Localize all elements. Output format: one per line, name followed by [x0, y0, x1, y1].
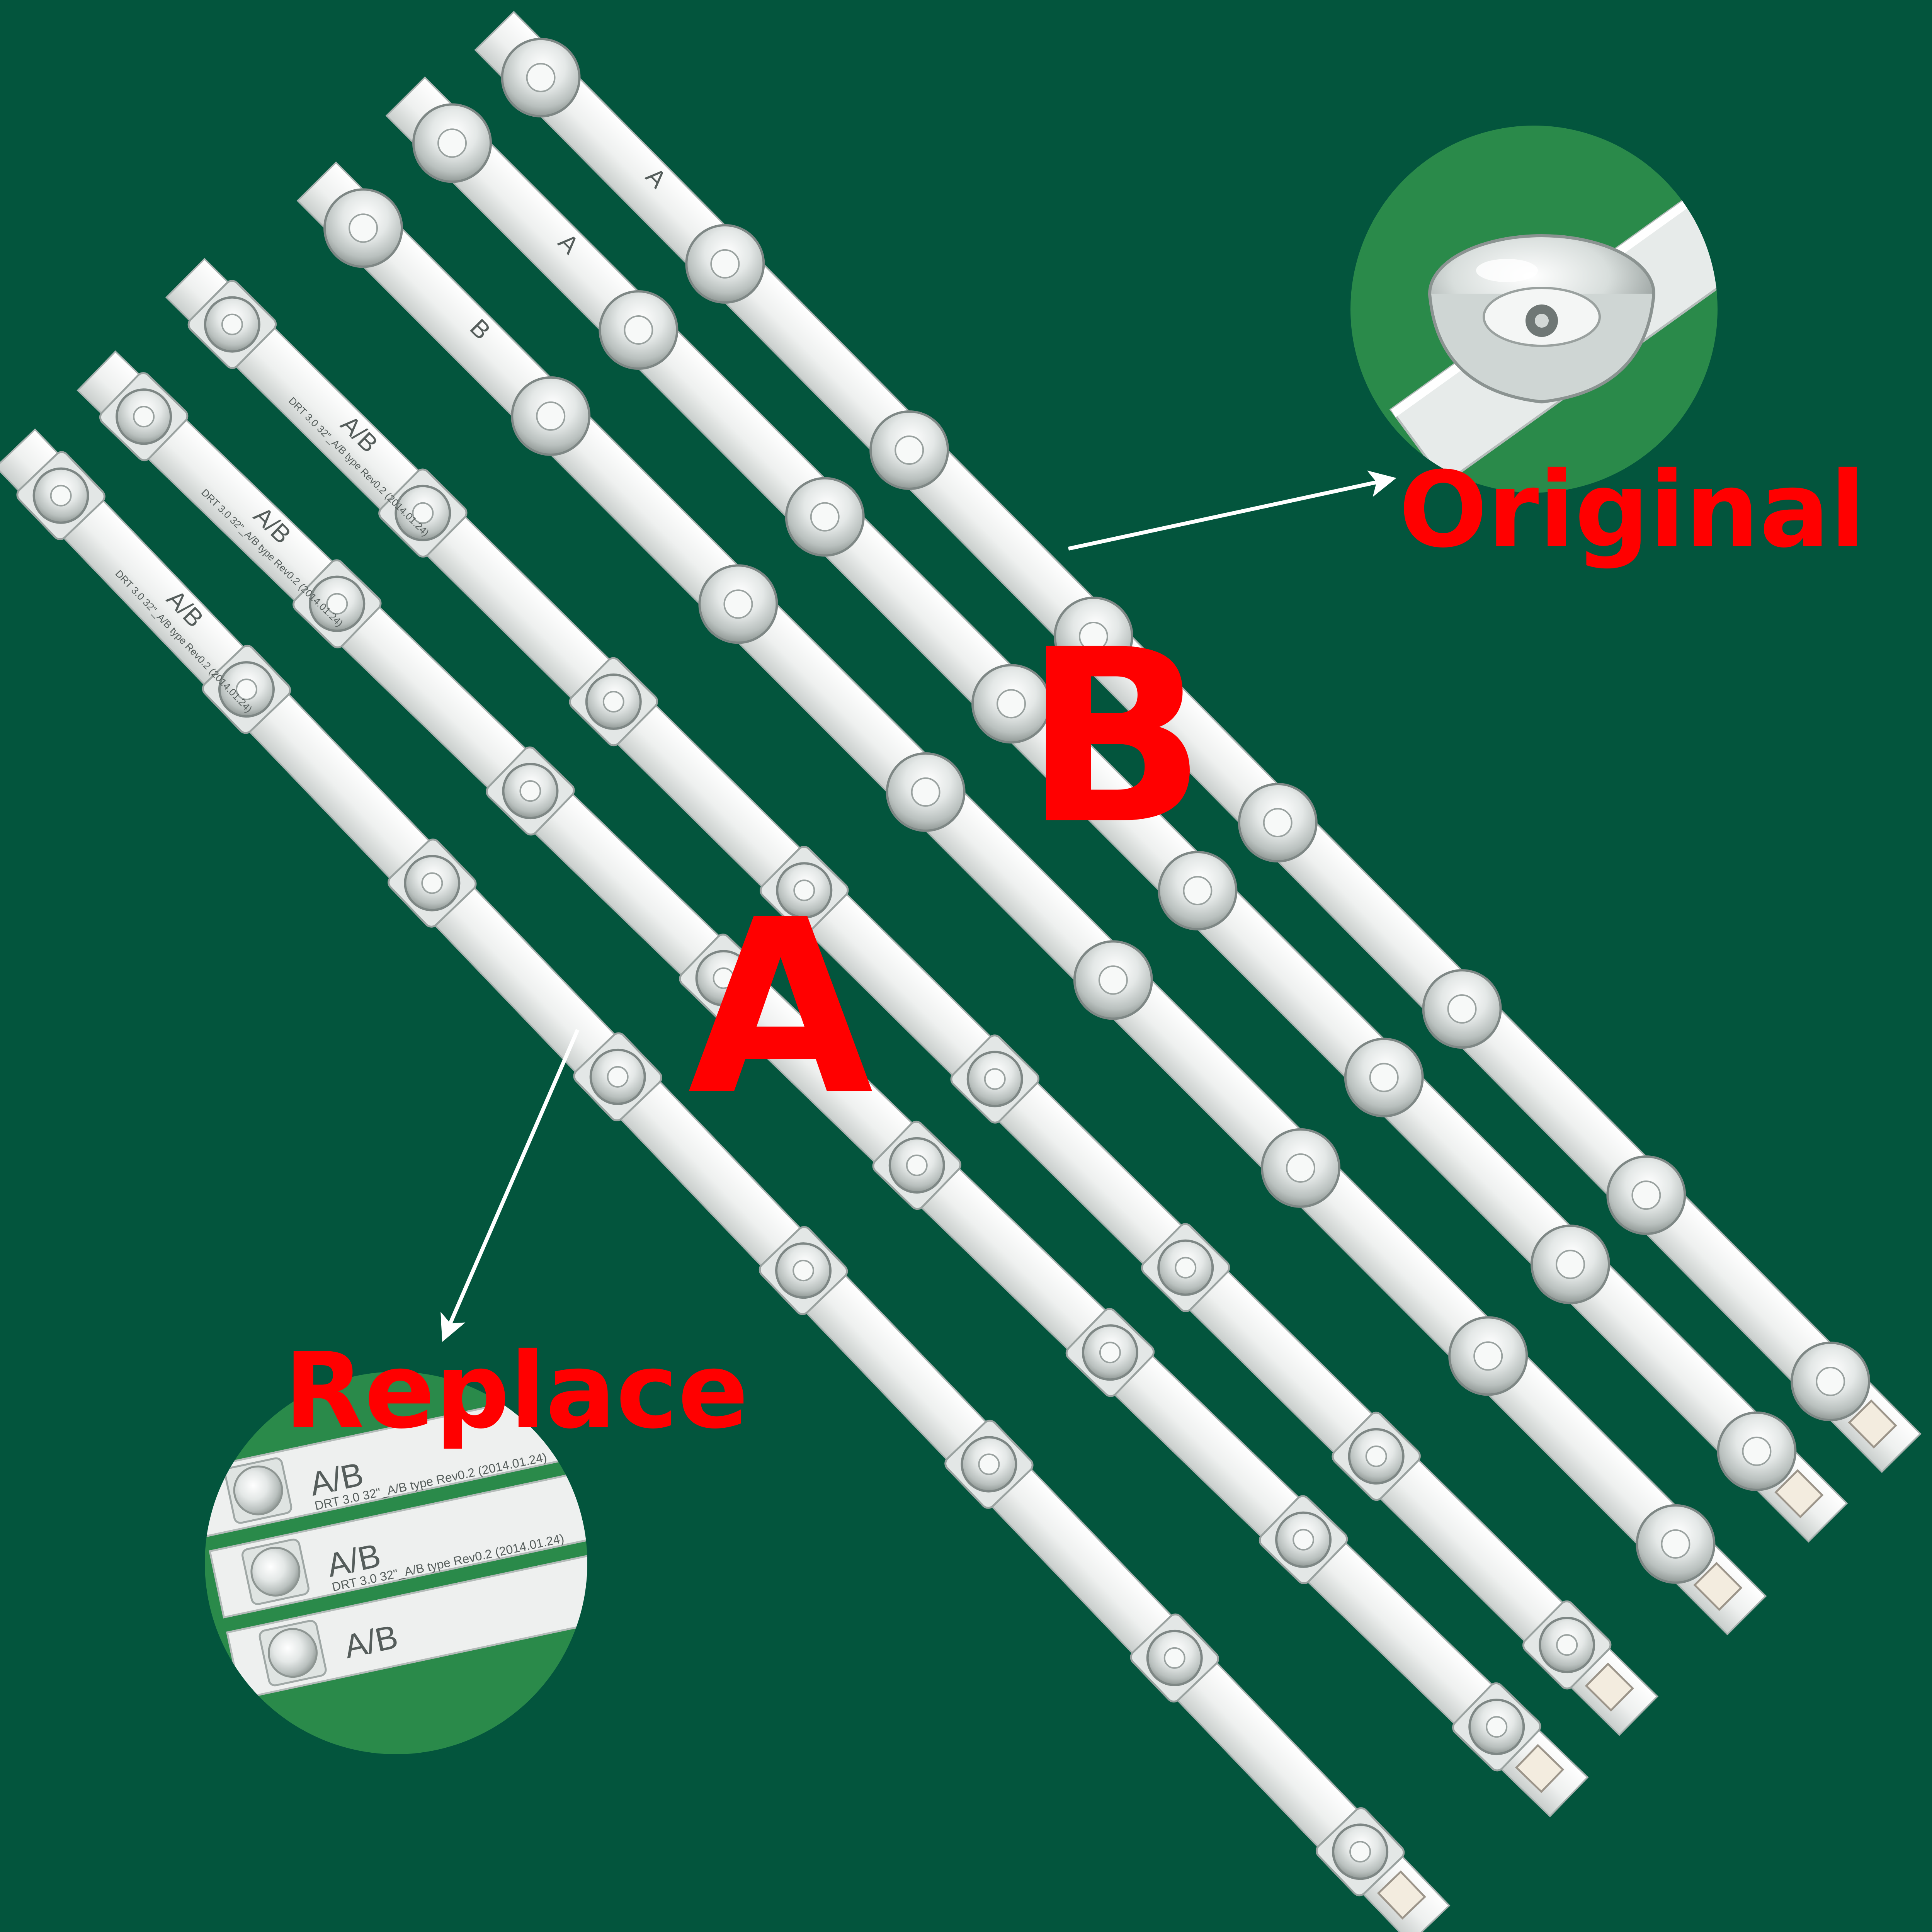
strip-body [165, 258, 1659, 1736]
led-core [984, 1068, 1006, 1090]
type-b-label: B [1024, 599, 1207, 877]
led-strip: A [385, 76, 1848, 1543]
strip-connector [1515, 1744, 1565, 1793]
led-core [1099, 1342, 1121, 1364]
led-core [1447, 994, 1477, 1024]
led-core [602, 691, 624, 713]
led-core [421, 872, 443, 894]
led-core [1163, 1647, 1185, 1669]
strip-connector [1377, 1870, 1426, 1920]
strip-body [296, 161, 1767, 1636]
strip-body [385, 76, 1848, 1543]
strip-connector [1774, 1469, 1824, 1519]
led-core [978, 1453, 1000, 1475]
led-core [911, 777, 940, 807]
led-core [519, 780, 541, 802]
led-core [1816, 1367, 1845, 1396]
strip-connector [1848, 1399, 1897, 1449]
led-strip: B [296, 161, 1767, 1636]
arrow-to-original [1068, 470, 1396, 551]
led-core [50, 485, 72, 507]
led-core [895, 435, 924, 465]
led-core [1175, 1257, 1197, 1279]
led-core [1556, 1634, 1578, 1656]
strip-connector [1693, 1562, 1743, 1611]
led-core [607, 1066, 629, 1088]
original-callout [1350, 126, 1718, 493]
led-core [1078, 621, 1108, 651]
led-core [1369, 1063, 1399, 1092]
led-core [1556, 1250, 1585, 1279]
led-core [526, 63, 556, 92]
led-core [793, 1260, 815, 1282]
led-core [1486, 1716, 1508, 1738]
led-core [133, 406, 155, 428]
led-core [221, 313, 243, 335]
led-core [1098, 965, 1128, 995]
strip-body [0, 428, 1451, 1932]
led-core [1631, 1180, 1661, 1210]
led-core [1183, 876, 1213, 905]
led-core [437, 128, 467, 158]
led-core [810, 502, 840, 532]
led-core [1742, 1436, 1772, 1466]
led-core [624, 315, 653, 345]
type-a-label: A [688, 869, 873, 1148]
strip-connector [1585, 1662, 1634, 1712]
led-core [723, 589, 753, 619]
led-core [1365, 1445, 1387, 1467]
led-core [1286, 1153, 1316, 1183]
arrow-to-replace [440, 1029, 580, 1342]
led-strip: A [474, 10, 1922, 1473]
led-core [536, 401, 566, 431]
led-core [906, 1154, 928, 1176]
strip-body [474, 10, 1922, 1473]
led-core [997, 689, 1026, 719]
led-core [1293, 1529, 1315, 1551]
led-core [1349, 1841, 1371, 1863]
original-label: Original [1399, 449, 1866, 571]
led-core [1661, 1529, 1690, 1559]
led-core [235, 679, 257, 701]
led-core [326, 593, 348, 615]
led-core [710, 249, 740, 279]
led-core [793, 879, 815, 901]
led-core [349, 213, 378, 243]
led-core [1263, 808, 1293, 838]
strip-body [77, 350, 1589, 1818]
replace-label: Replace [284, 1330, 749, 1452]
replace-callout: A/B A/B A/B DRT 3.0 32"_A/B type Rev0.2 … [205, 1372, 587, 1754]
led-core [1473, 1341, 1503, 1371]
led-core [713, 967, 735, 989]
led-core [412, 502, 434, 524]
